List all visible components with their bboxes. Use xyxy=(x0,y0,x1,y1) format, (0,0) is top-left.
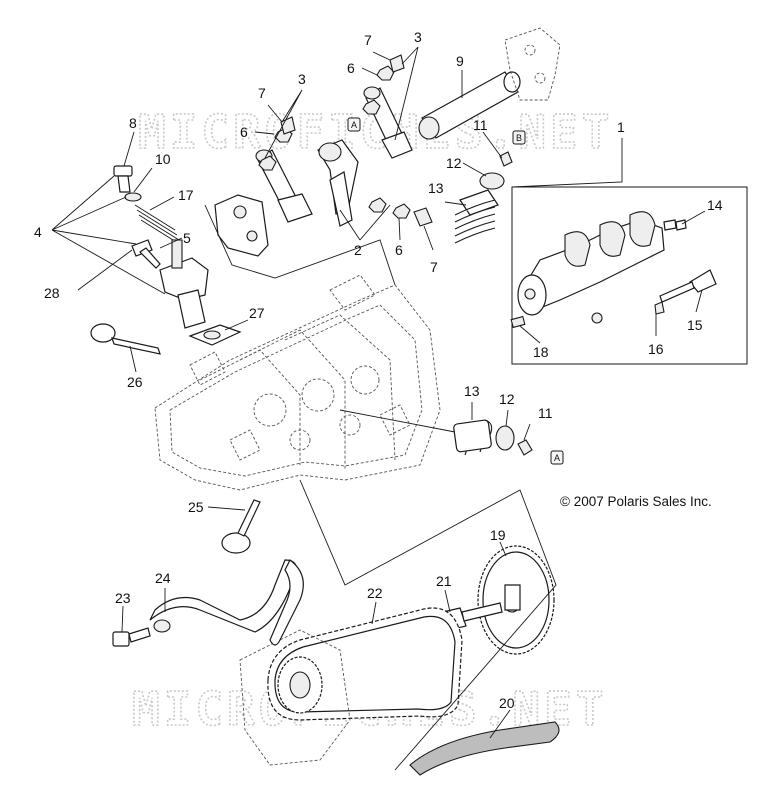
callout-6-center: 6 xyxy=(395,242,403,258)
marker-b-top: B xyxy=(512,130,526,145)
crank-sprocket xyxy=(239,629,351,766)
marker-a-top: A xyxy=(347,117,361,132)
callout-11-top: 11 xyxy=(473,117,488,133)
copyright-text: © 2007 Polaris Sales Inc. xyxy=(560,494,712,509)
callout-27: 27 xyxy=(249,305,265,321)
intake-valve xyxy=(90,323,161,355)
callout-3-right: 3 xyxy=(414,29,422,45)
tensioner-body xyxy=(159,239,209,329)
callout-7-center: 7 xyxy=(430,259,438,275)
callout-4: 4 xyxy=(34,224,42,240)
tensioner-arm xyxy=(149,559,304,646)
tensioner-bolt xyxy=(112,627,151,647)
callout-16: 16 xyxy=(648,341,664,357)
bolt-28 xyxy=(131,239,161,269)
callout-1: 1 xyxy=(617,119,625,135)
callout-21: 21 xyxy=(436,573,452,589)
callout-2: 2 xyxy=(354,242,362,258)
callout-22: 22 xyxy=(367,585,383,601)
callout-17: 17 xyxy=(178,187,194,203)
valve-spring-lower xyxy=(339,409,533,456)
svg-text:A: A xyxy=(554,453,560,463)
adjuster-nuts xyxy=(258,65,411,219)
callout-14: 14 xyxy=(707,197,723,213)
spring-17 xyxy=(134,204,182,246)
rocker-arm-center xyxy=(317,139,359,227)
callout-9: 9 xyxy=(456,53,464,69)
cylinder-head xyxy=(154,274,441,491)
exhaust-valve xyxy=(221,499,261,554)
callout-24: 24 xyxy=(155,570,171,586)
callout-6-top: 6 xyxy=(347,60,355,76)
rocker-shaft-support xyxy=(214,194,269,257)
callout-18: 18 xyxy=(533,344,549,360)
leader-lines xyxy=(51,46,706,771)
callouts: 1 2 3 3 4 5 6 6 6 7 7 7 8 9 10 11 11 12 … xyxy=(34,29,723,711)
camshaft xyxy=(510,211,717,329)
marker-a-lower: A xyxy=(550,450,564,465)
rocker-shaft xyxy=(418,27,561,140)
gasket-27 xyxy=(188,324,242,346)
callout-7-top: 7 xyxy=(364,32,372,48)
callout-11-lower: 11 xyxy=(538,405,553,421)
callout-5: 5 xyxy=(183,230,191,246)
callout-10: 10 xyxy=(155,151,171,167)
camshaft-detail-box xyxy=(511,186,748,365)
svg-text:A: A xyxy=(351,120,357,130)
valve-spring-upper xyxy=(454,151,513,244)
bolt-8 xyxy=(113,165,133,193)
callout-3-left: 3 xyxy=(298,71,306,87)
callout-26: 26 xyxy=(127,374,143,390)
callout-8: 8 xyxy=(129,115,137,131)
callout-28: 28 xyxy=(44,285,60,301)
callout-12-lower: 12 xyxy=(499,391,515,407)
adjuster-screws xyxy=(280,54,433,227)
callout-20: 20 xyxy=(499,695,515,711)
callout-6-left: 6 xyxy=(240,124,248,140)
svg-text:B: B xyxy=(516,133,522,143)
callout-13-top: 13 xyxy=(428,180,444,196)
callout-13-lower: 13 xyxy=(464,383,480,399)
callout-23: 23 xyxy=(115,590,131,606)
washer-10 xyxy=(124,192,142,202)
callout-25: 25 xyxy=(188,499,204,515)
cam-sprocket xyxy=(477,545,555,655)
chain-guide xyxy=(409,721,560,776)
callout-12-top: 12 xyxy=(446,155,462,171)
callout-19: 19 xyxy=(490,527,506,543)
callout-15: 15 xyxy=(687,317,703,333)
callout-7-left: 7 xyxy=(258,85,266,101)
